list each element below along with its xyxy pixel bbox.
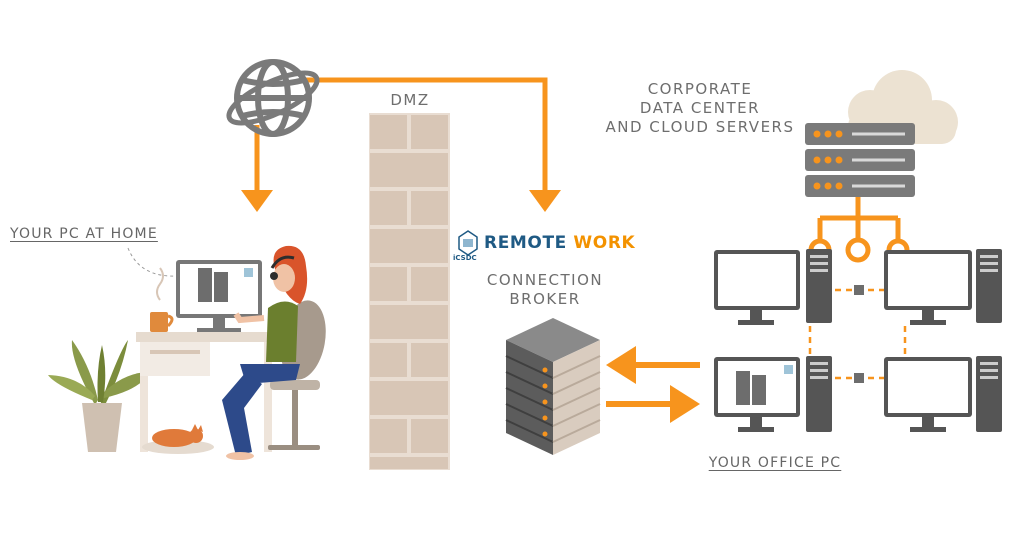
office-workstation-bottom-right <box>884 356 1002 432</box>
plant-icon <box>48 340 150 452</box>
office-workstation-your-pc <box>714 356 832 432</box>
office-workstation-top-left <box>714 249 832 325</box>
globe-icon <box>226 59 320 137</box>
home-monitor <box>176 260 262 332</box>
person-working <box>222 245 308 460</box>
broker-label-line1: CONNECTION <box>486 271 604 289</box>
brand-work: WORK <box>573 233 636 253</box>
icsdc-logo-text: iCSDC <box>453 254 477 262</box>
remote-work-brand: REMOTE WORK <box>484 233 635 253</box>
connection-broker-server <box>505 318 601 455</box>
icsdc-logo-icon <box>458 230 478 256</box>
broker-label-line2: BROKER <box>509 290 581 308</box>
corporate-label-line1: CORPORATE <box>647 80 753 98</box>
corporate-label: CORPORATE DATA CENTER AND CLOUD SERVERS <box>590 80 810 137</box>
home-pc-label: YOUR PC AT HOME <box>10 226 158 242</box>
speech-tail-dashed <box>127 247 179 277</box>
cat-icon <box>142 424 214 454</box>
arrow-to-broker <box>529 190 561 212</box>
office-workstation-top-right <box>884 249 1002 325</box>
broker-label: CONNECTION BROKER <box>480 271 610 309</box>
home-desk <box>136 332 276 452</box>
dmz-firewall-wall <box>369 113 450 470</box>
corporate-label-line2: DATA CENTER <box>639 99 761 117</box>
coffee-mug-icon <box>150 267 174 332</box>
arrow-to-home-pc <box>241 190 273 212</box>
network-switch-bottom <box>854 373 864 383</box>
dmz-label: DMZ <box>390 91 430 109</box>
globe-connection-lines <box>254 77 548 195</box>
corporate-server-stack <box>805 123 915 197</box>
corporate-label-line3: AND CLOUD SERVERS <box>605 118 795 136</box>
brand-remote: REMOTE <box>484 233 567 253</box>
network-switch-top <box>854 285 864 295</box>
broker-office-arrows <box>606 346 700 423</box>
office-pc-label: YOUR OFFICE PC <box>708 455 842 471</box>
